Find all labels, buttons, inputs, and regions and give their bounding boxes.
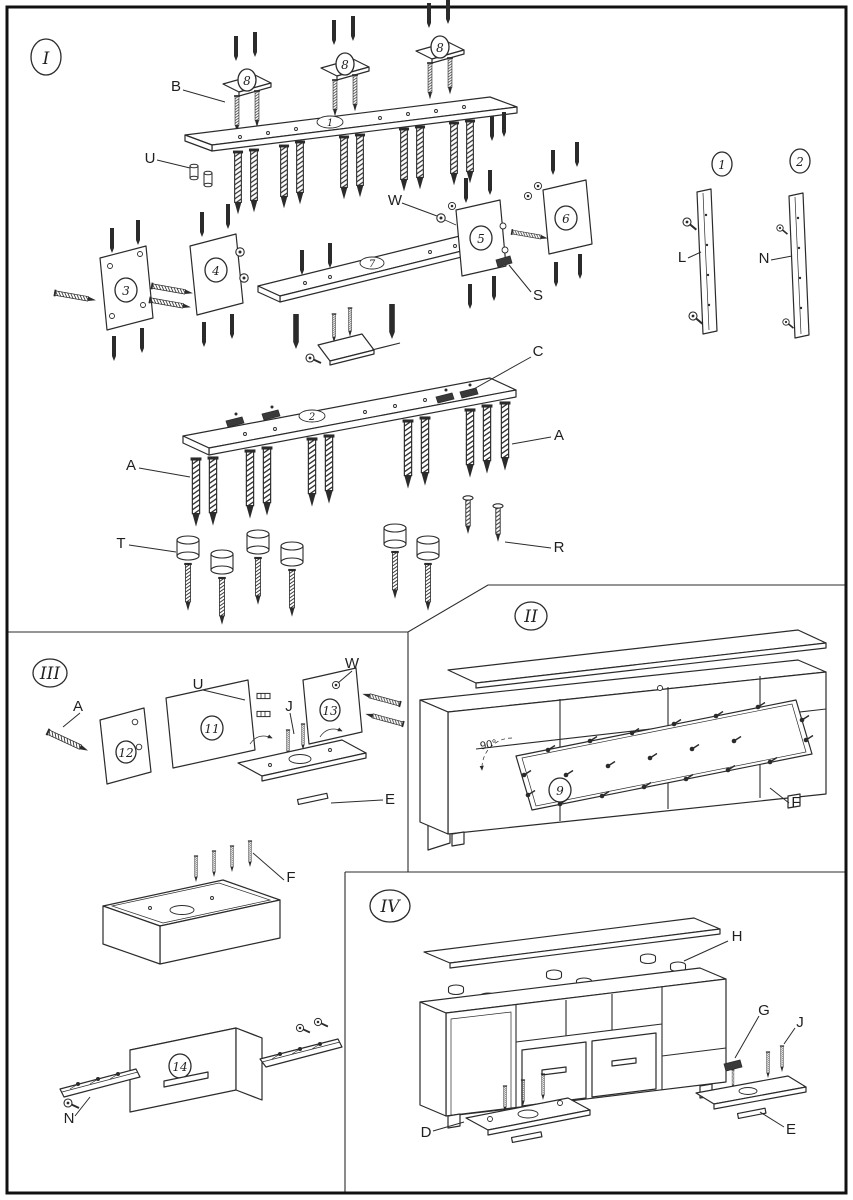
drawer-box-view: F (102, 840, 296, 965)
bottom-panel-2: 2 C (182, 343, 544, 456)
right-base-plate-assembly: G J E (695, 1002, 807, 1138)
label-w: W (388, 192, 403, 209)
bottom-hardware: A A T R (116, 401, 565, 626)
panel-number-5: 5 (477, 232, 485, 246)
panel-number-8a: 8 (243, 74, 251, 88)
label-r: R (554, 539, 565, 556)
step-2-section: II 90° (419, 601, 827, 851)
middle-panel-7: 7 (257, 231, 499, 303)
panel-5: 5 (436, 170, 513, 309)
detail-1-callout: 1 L (678, 151, 733, 335)
panel-number-12: 12 (118, 746, 133, 760)
back-panel-9: 9 F (515, 699, 814, 811)
detail-2-callout: 2 N (759, 148, 811, 339)
label-d: D (421, 1124, 432, 1141)
detail-number-1: 1 (718, 158, 726, 172)
left-base-plate-assembly: D (421, 1073, 591, 1144)
label-e-step4: E (786, 1121, 796, 1138)
angle-annotation: 90° (479, 738, 497, 753)
label-j-step4: J (796, 1014, 804, 1031)
label-l: L (678, 249, 686, 266)
step-1-letter-labels-mid: W S (388, 192, 543, 304)
label-n-step3: N (64, 1110, 75, 1127)
drawer-exploded-view: A 12 11 U 13 W J (45, 655, 405, 808)
step-4-numeral: IV (380, 897, 402, 917)
page-border (5, 5, 848, 1195)
label-b: B (171, 78, 181, 95)
label-a-step3: A (73, 698, 83, 715)
label-a-right: A (554, 427, 564, 444)
panel-number-1: 1 (327, 118, 333, 129)
center-bracket-assembly (293, 304, 401, 366)
step-4-section: IV H (369, 889, 807, 1144)
step-3-numeral: III (39, 664, 60, 684)
step-3-section: III A 12 11 U 13 W (32, 655, 405, 1127)
panel-number-6: 6 (562, 212, 570, 226)
step-2-numeral: II (523, 607, 538, 627)
label-f-step3: F (286, 869, 295, 886)
section-dividers (8, 584, 845, 1192)
label-c: C (533, 343, 544, 360)
panel-number-13: 13 (322, 704, 338, 718)
panel-number-9: 9 (556, 784, 564, 798)
panel-6: 6 (510, 142, 593, 287)
label-w-step3: W (345, 655, 360, 672)
panel-number-7: 7 (369, 259, 376, 270)
panel-number-8b: 8 (341, 58, 349, 72)
label-n-detail: N (759, 250, 770, 267)
panel-number-14: 14 (172, 1060, 187, 1074)
drawer-with-rails-view: 14 N (59, 1017, 343, 1127)
label-t: T (116, 535, 125, 552)
label-s: S (533, 287, 543, 304)
panel-number-3: 3 (122, 284, 130, 298)
label-f-step2: F (791, 794, 800, 811)
step-3-callout: III (32, 658, 68, 688)
step-1-numeral: I (42, 49, 50, 69)
label-u: U (145, 150, 156, 167)
panel-number-4: 4 (211, 264, 220, 278)
panel-3: 3 (53, 220, 154, 361)
label-e-step3: E (385, 791, 395, 808)
step-1-callout: I (30, 38, 62, 76)
panel-number-2: 2 (308, 412, 315, 423)
label-g: G (758, 1002, 770, 1019)
label-j-step3: J (285, 698, 293, 715)
label-h: H (732, 928, 743, 945)
top-panel-1: 1 U (145, 96, 518, 216)
panel-number-8c: 8 (436, 41, 444, 55)
detail-number-2: 2 (795, 155, 804, 169)
tv-stand-final: H (419, 917, 743, 1129)
panel-4: 4 (148, 204, 249, 347)
label-a-left: A (126, 457, 136, 474)
step-1-section: I 8 8 8 B 1 (30, 0, 593, 626)
label-u-step3: U (193, 676, 204, 693)
step-4-callout: IV (369, 889, 411, 923)
bracket-8-group: 8 8 8 B (171, 0, 464, 132)
panel-number-11: 11 (204, 722, 219, 736)
step-2-callout: II (514, 601, 548, 631)
